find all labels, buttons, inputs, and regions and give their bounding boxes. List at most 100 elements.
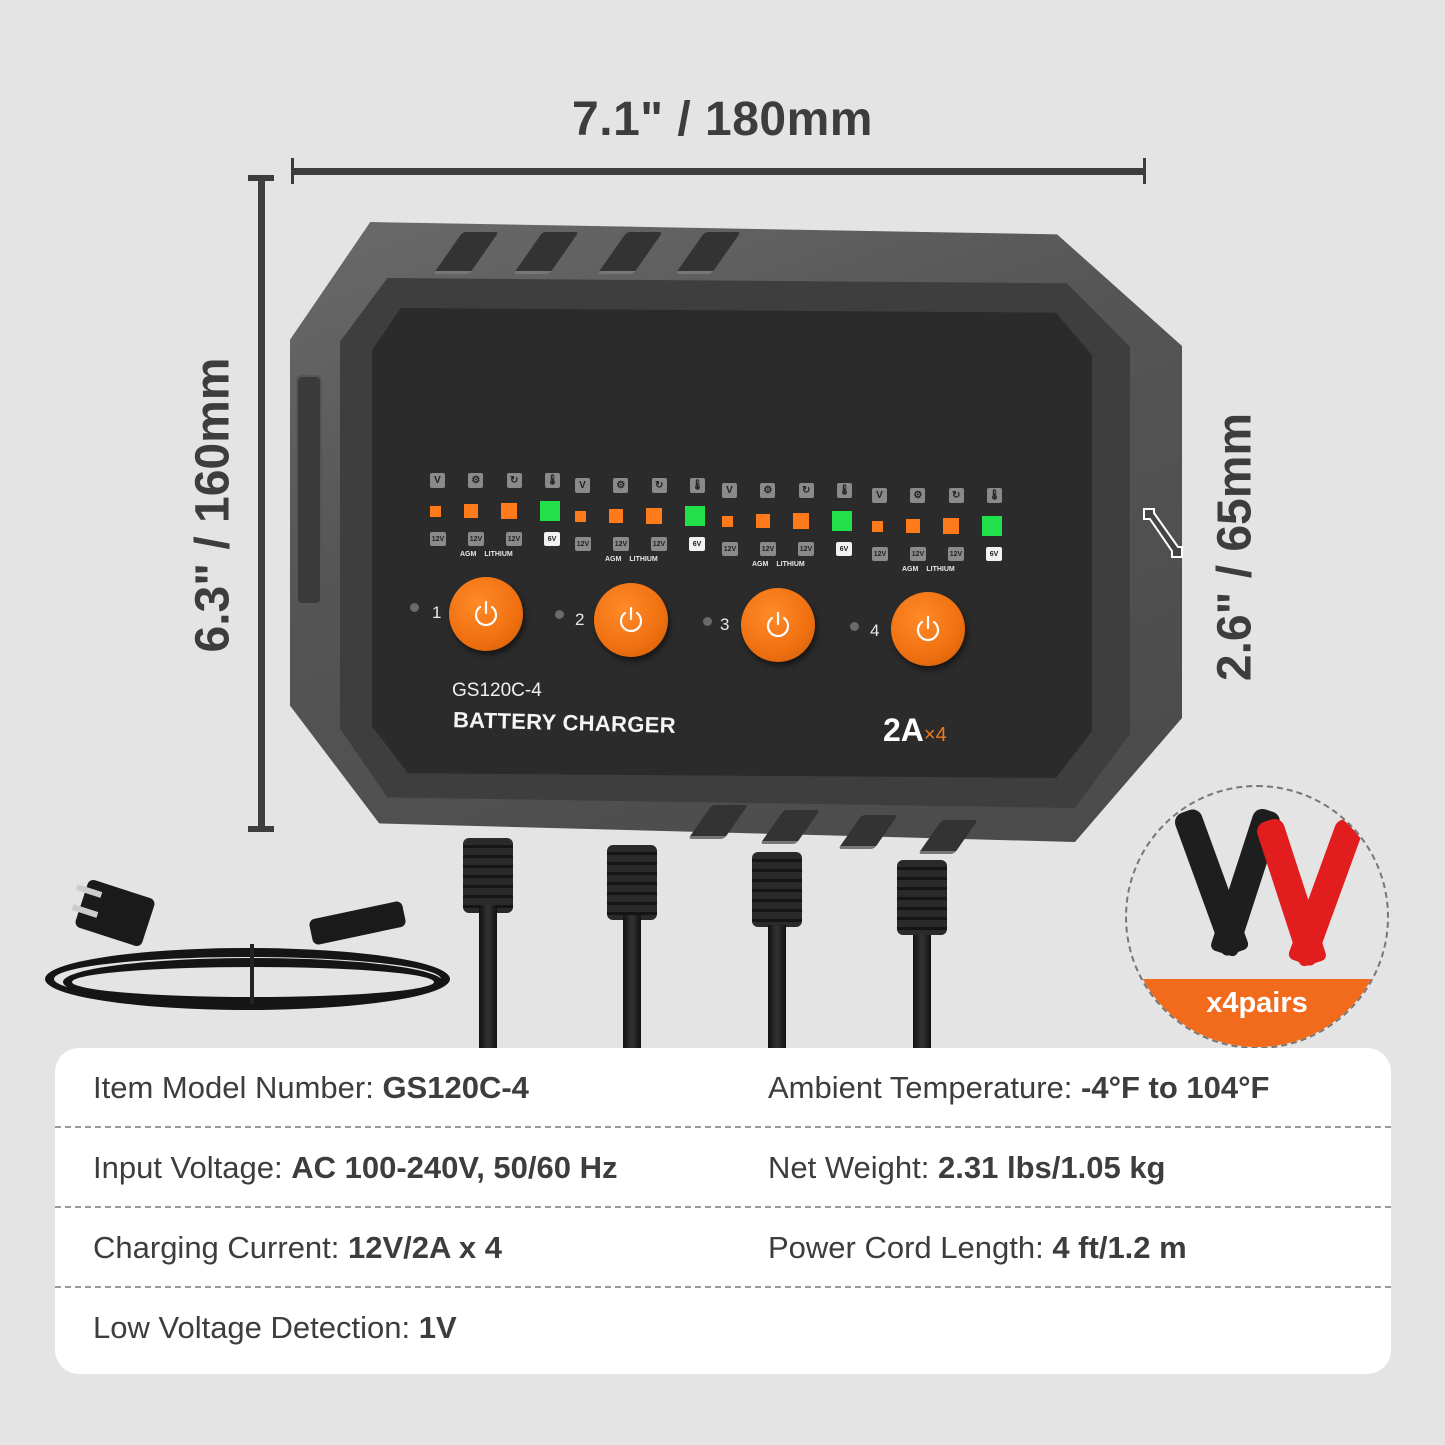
channel-1-power-button[interactable] — [449, 577, 523, 651]
spec-low-voltage-detection: Low Voltage Detection: 1V — [93, 1310, 457, 1345]
channel-4-indicators: V ⚙ ↻ 🌡 12V 12V 12V 6V AGM LITHIUM — [872, 485, 1002, 573]
cable-strain-relief-4 — [897, 860, 947, 935]
voltage-icon: V — [575, 477, 590, 493]
power-icon — [474, 600, 498, 627]
channel-3-number: 3 — [720, 615, 730, 634]
power-icon — [766, 611, 790, 638]
power-cord — [45, 940, 455, 1015]
battery-12v-icon: 12V — [872, 547, 888, 561]
charge-cycle-icon: ↻ — [651, 477, 667, 493]
agm-label: AGM — [605, 556, 622, 563]
channel-3-indicators: V ⚙ ↻ 🌡 12V 12V 12V 6V AGM LITHIUM — [722, 480, 852, 568]
width-dimension-line — [293, 168, 1145, 175]
lithium-label: LITHIUM — [629, 556, 658, 563]
status-led-green — [685, 506, 705, 526]
temperature-icon: 🌡 — [986, 487, 1002, 503]
battery-12v-agm-icon: 12V — [468, 532, 484, 546]
temperature-icon: 🌡 — [836, 482, 852, 498]
channel-1-number: 1 — [432, 603, 442, 622]
battery-12v-icon: 12V — [722, 542, 738, 556]
depth-dimension-marker — [1143, 508, 1183, 558]
status-led — [722, 515, 733, 527]
spec-row-4: Low Voltage Detection: 1V — [55, 1288, 1391, 1368]
width-dimension-label: 7.1" / 180mm — [572, 93, 873, 146]
output-cable-1 — [479, 905, 497, 1048]
battery-12v-icon: 12V — [575, 537, 591, 551]
spec-net-weight: Net Weight: 2.31 lbs/1.05 kg — [768, 1150, 1166, 1185]
spec-input-voltage: Input Voltage: AC 100-240V, 50/60 Hz — [93, 1150, 618, 1185]
power-icon — [619, 606, 643, 633]
clamps-accessory-callout: x4pairs — [1125, 785, 1389, 1049]
battery-12v-lithium-icon: 12V — [798, 542, 814, 556]
channel-2-number: 2 — [575, 610, 585, 629]
battery-6v-icon: 6V — [836, 542, 852, 556]
amperage-multiplier: ×4 — [923, 724, 947, 746]
voltage-icon: V — [722, 482, 737, 498]
channel-4-indicator-dot — [850, 622, 859, 631]
battery-6v-icon: 6V — [689, 537, 705, 551]
status-led — [943, 518, 959, 534]
channel-2-power-button[interactable] — [594, 583, 668, 657]
battery-6v-icon: 6V — [544, 532, 560, 546]
status-led — [575, 510, 586, 522]
battery-6v-icon: 6V — [986, 547, 1002, 561]
spec-power-cord-length: Power Cord Length: 4 ft/1.2 m — [768, 1230, 1187, 1265]
spec-row-1: Item Model Number: GS120C-4 Ambient Temp… — [55, 1048, 1391, 1128]
battery-12v-agm-icon: 12V — [613, 537, 629, 551]
status-led — [872, 520, 883, 532]
specifications-table: Item Model Number: GS120C-4 Ambient Temp… — [55, 1048, 1391, 1374]
cable-tie — [250, 944, 254, 1004]
charge-cycle-icon: ↻ — [948, 487, 964, 503]
spec-model-number: Item Model Number: GS120C-4 — [93, 1070, 529, 1105]
channel-4-number: 4 — [870, 621, 880, 640]
spec-row-3: Charging Current: 12V/2A x 4 Power Cord … — [55, 1208, 1391, 1288]
channel-4-power-button[interactable] — [891, 592, 965, 666]
cable-strain-relief-3 — [752, 852, 802, 927]
temperature-icon: 🌡 — [544, 472, 560, 488]
charge-cycle-icon: ↻ — [798, 482, 814, 498]
pairs-count-badge: x4pairs — [1127, 979, 1387, 1047]
output-cable-3 — [768, 925, 786, 1048]
status-led-green — [540, 501, 560, 521]
battery-repair-icon: ⚙ — [468, 472, 484, 488]
temperature-icon: 🌡 — [689, 477, 705, 493]
spec-row-2: Input Voltage: AC 100-240V, 50/60 Hz Net… — [55, 1128, 1391, 1208]
charger-model-label: GS120C-4 — [452, 680, 542, 701]
depth-dimension-label: 2.6" / 65mm — [1208, 412, 1262, 682]
height-dimension-label: 6.3" / 160mm — [186, 357, 240, 653]
battery-12v-icon: 12V — [430, 532, 446, 546]
battery-repair-icon: ⚙ — [760, 482, 776, 498]
battery-12v-lithium-icon: 12V — [506, 532, 522, 546]
charge-cycle-icon: ↻ — [506, 472, 522, 488]
battery-12v-lithium-icon: 12V — [651, 537, 667, 551]
battery-12v-agm-icon: 12V — [760, 542, 776, 556]
left-side-grip — [296, 375, 322, 605]
battery-12v-agm-icon: 12V — [910, 547, 926, 561]
lithium-label: LITHIUM — [926, 566, 955, 573]
lithium-label: LITHIUM — [776, 561, 805, 568]
cable-strain-relief-1 — [463, 838, 513, 913]
status-led-green — [832, 511, 852, 531]
lithium-label: LITHIUM — [484, 551, 513, 558]
voltage-icon: V — [430, 472, 445, 488]
width-dimension-cap-left — [291, 158, 294, 184]
battery-12v-lithium-icon: 12V — [948, 547, 964, 561]
status-led — [501, 503, 517, 519]
channel-2-indicators: V ⚙ ↻ 🌡 12V 12V 12V 6V AGM LITHIUM — [575, 475, 705, 563]
agm-label: AGM — [460, 551, 477, 558]
spec-ambient-temperature: Ambient Temperature: -4°F to 104°F — [768, 1070, 1270, 1105]
status-led — [609, 509, 623, 523]
spec-charging-current: Charging Current: 12V/2A x 4 — [93, 1230, 502, 1265]
channel-1-indicator-dot — [410, 603, 419, 612]
status-led — [646, 508, 662, 524]
output-cable-4 — [913, 935, 931, 1048]
height-dimension-cap-bottom — [248, 826, 274, 832]
status-led — [430, 505, 441, 517]
amperage-value: 2A — [883, 712, 924, 748]
c7-connector — [308, 900, 407, 946]
channel-3-power-button[interactable] — [741, 588, 815, 662]
battery-repair-icon: ⚙ — [613, 477, 629, 493]
channel-3-indicator-dot — [703, 617, 712, 626]
channel-1-indicators: V ⚙ ↻ 🌡 12V 12V 12V 6V AGM LITHIUM — [430, 470, 560, 558]
agm-label: AGM — [752, 561, 769, 568]
